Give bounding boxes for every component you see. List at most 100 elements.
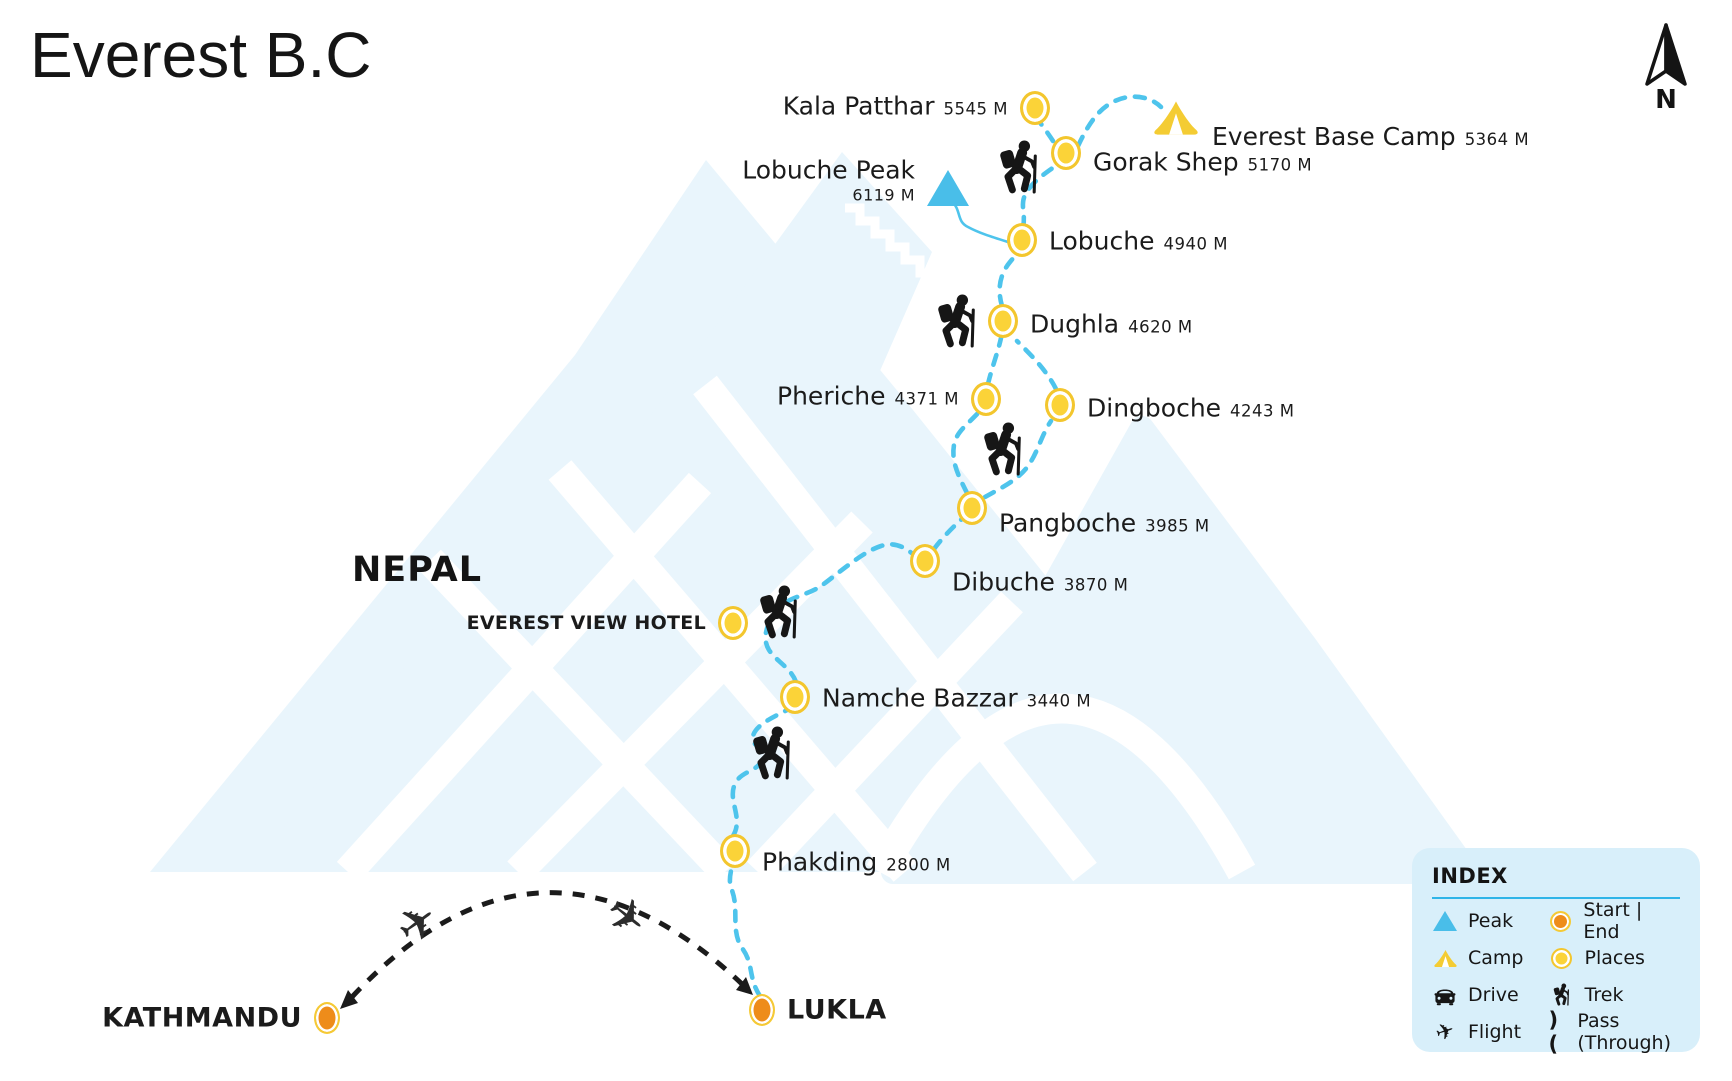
peak-icon	[1432, 911, 1458, 931]
index-item-trek: Trek	[1549, 983, 1680, 1007]
trek-icon	[1549, 983, 1575, 1007]
route-namche-dibuche	[763, 542, 919, 685]
marker-namche-bazzar	[780, 680, 810, 714]
marker-kathmandu	[314, 1002, 340, 1034]
marker-pheriche	[971, 382, 1001, 416]
marker-lobuche-peak	[927, 170, 969, 206]
index-item-label: Peak	[1468, 910, 1514, 932]
route-pangboche-dingboche	[982, 418, 1054, 500]
peak-stream-line	[950, 199, 1009, 244]
index-item-label: Places	[1584, 947, 1645, 969]
location-name: Kala Patthar	[782, 91, 935, 121]
location-altitude: 4243 M	[1230, 401, 1295, 421]
marker-dingboche	[1045, 388, 1075, 422]
location-altitude: 2800 M	[886, 855, 951, 875]
index-title: INDEX	[1432, 864, 1508, 888]
route-gorakshep-ebc	[1075, 94, 1164, 149]
location-altitude: 3985 M	[1145, 516, 1210, 536]
page-title: Everest B.C	[30, 19, 372, 91]
location-altitude: 3440 M	[1026, 691, 1092, 711]
index-item-pass-through: ) ( Pass (Through)	[1549, 1008, 1680, 1056]
location-name: Dibuche	[952, 567, 1055, 597]
label-kathmandu: KATHMANDU	[102, 1003, 302, 1034]
location-name: Lobuche	[1049, 226, 1155, 256]
camp-tent-icon	[1433, 949, 1457, 967]
marker-phakding	[720, 834, 750, 868]
flight-arc	[350, 890, 744, 999]
route-pheriche-dughla	[985, 335, 1004, 387]
trekker-icon	[938, 294, 975, 348]
location-dingboche: Dingboche 4243 M	[1045, 388, 1294, 423]
trekker-icon	[1553, 983, 1569, 1006]
route-dibuche-pangboche	[931, 515, 966, 552]
pass-through-icon: ) (	[1548, 1008, 1561, 1056]
location-name: Everest Base Camp	[1212, 121, 1456, 151]
route-pangboche-pheriche	[951, 410, 981, 496]
location-pangboche: Pangboche 3985 M	[957, 491, 1209, 538]
location-name: Dingboche	[1087, 393, 1222, 423]
location-name: Dughla	[1030, 309, 1120, 339]
label-everest-view-hotel: EVEREST VIEW HOTEL	[467, 612, 706, 634]
trekker-icon	[753, 726, 790, 780]
label-everest-base-camp: Everest Base Camp 5364 M	[1212, 122, 1529, 151]
location-altitude: 4371 M	[894, 389, 959, 409]
label-dingboche: Dingboche 4243 M	[1087, 394, 1295, 423]
location-altitude: 5545 M	[943, 99, 1008, 119]
location-altitude: 5364 M	[1464, 129, 1530, 149]
location-dibuche: Dibuche 3870 M	[910, 544, 1128, 597]
index-item-label: Drive	[1468, 984, 1519, 1006]
label-pangboche: Pangboche 3985 M	[999, 509, 1210, 538]
index-item-flight: ✈Flight	[1432, 1017, 1549, 1046]
marker-dughla	[988, 304, 1018, 338]
location-altitude: 3870 M	[1063, 575, 1129, 595]
trekker-icon	[760, 585, 797, 639]
car-icon	[1434, 988, 1456, 1005]
location-everest-base-camp: Everest Base Camp 5364 M	[1152, 100, 1529, 151]
location-altitude: 6119 M	[852, 185, 915, 205]
route-phakding-namche	[730, 706, 792, 839]
location-altitude: 5170 M	[1247, 155, 1313, 175]
location-name: KATHMANDU	[102, 1002, 302, 1034]
location-name: Gorak Shep	[1093, 147, 1239, 177]
location-name: LUKLA	[787, 994, 887, 1026]
flight-arrow-right	[736, 977, 753, 995]
location-kala-patthar: Kala Patthar 5545 M	[783, 91, 1050, 125]
route-lobuche-gorakshep	[1020, 164, 1057, 230]
region-label: NEPAL	[352, 550, 483, 590]
route-dughla-lobuche	[997, 249, 1022, 309]
label-dibuche: Dibuche 3870 M	[952, 568, 1128, 597]
marker-gorak-shep	[1051, 136, 1081, 170]
route-dingboche-dughla	[1014, 338, 1059, 392]
marker-everest-base-camp	[1152, 100, 1200, 137]
marker-pangboche	[957, 491, 987, 525]
location-name: Pangboche	[999, 508, 1137, 538]
index-item-peak: Peak	[1432, 909, 1549, 933]
index-item-places: Places	[1549, 946, 1680, 970]
route-lukla-phakding	[727, 859, 763, 999]
compass-n-label: N	[1655, 85, 1677, 112]
index-item-label: Pass (Through)	[1577, 1010, 1672, 1054]
index-item-label: Flight	[1468, 1021, 1522, 1043]
trek-hiker-icon	[749, 726, 797, 783]
start-end-icon	[1549, 910, 1574, 932]
index-item-drive: Drive	[1432, 983, 1549, 1007]
location-everest-view-hotel: EVEREST VIEW HOTEL	[467, 606, 748, 640]
marker-lobuche	[1007, 223, 1037, 257]
index-item-label: Trek	[1584, 984, 1624, 1006]
trek-hiker-icon	[996, 140, 1044, 197]
marker-dibuche	[910, 544, 940, 578]
